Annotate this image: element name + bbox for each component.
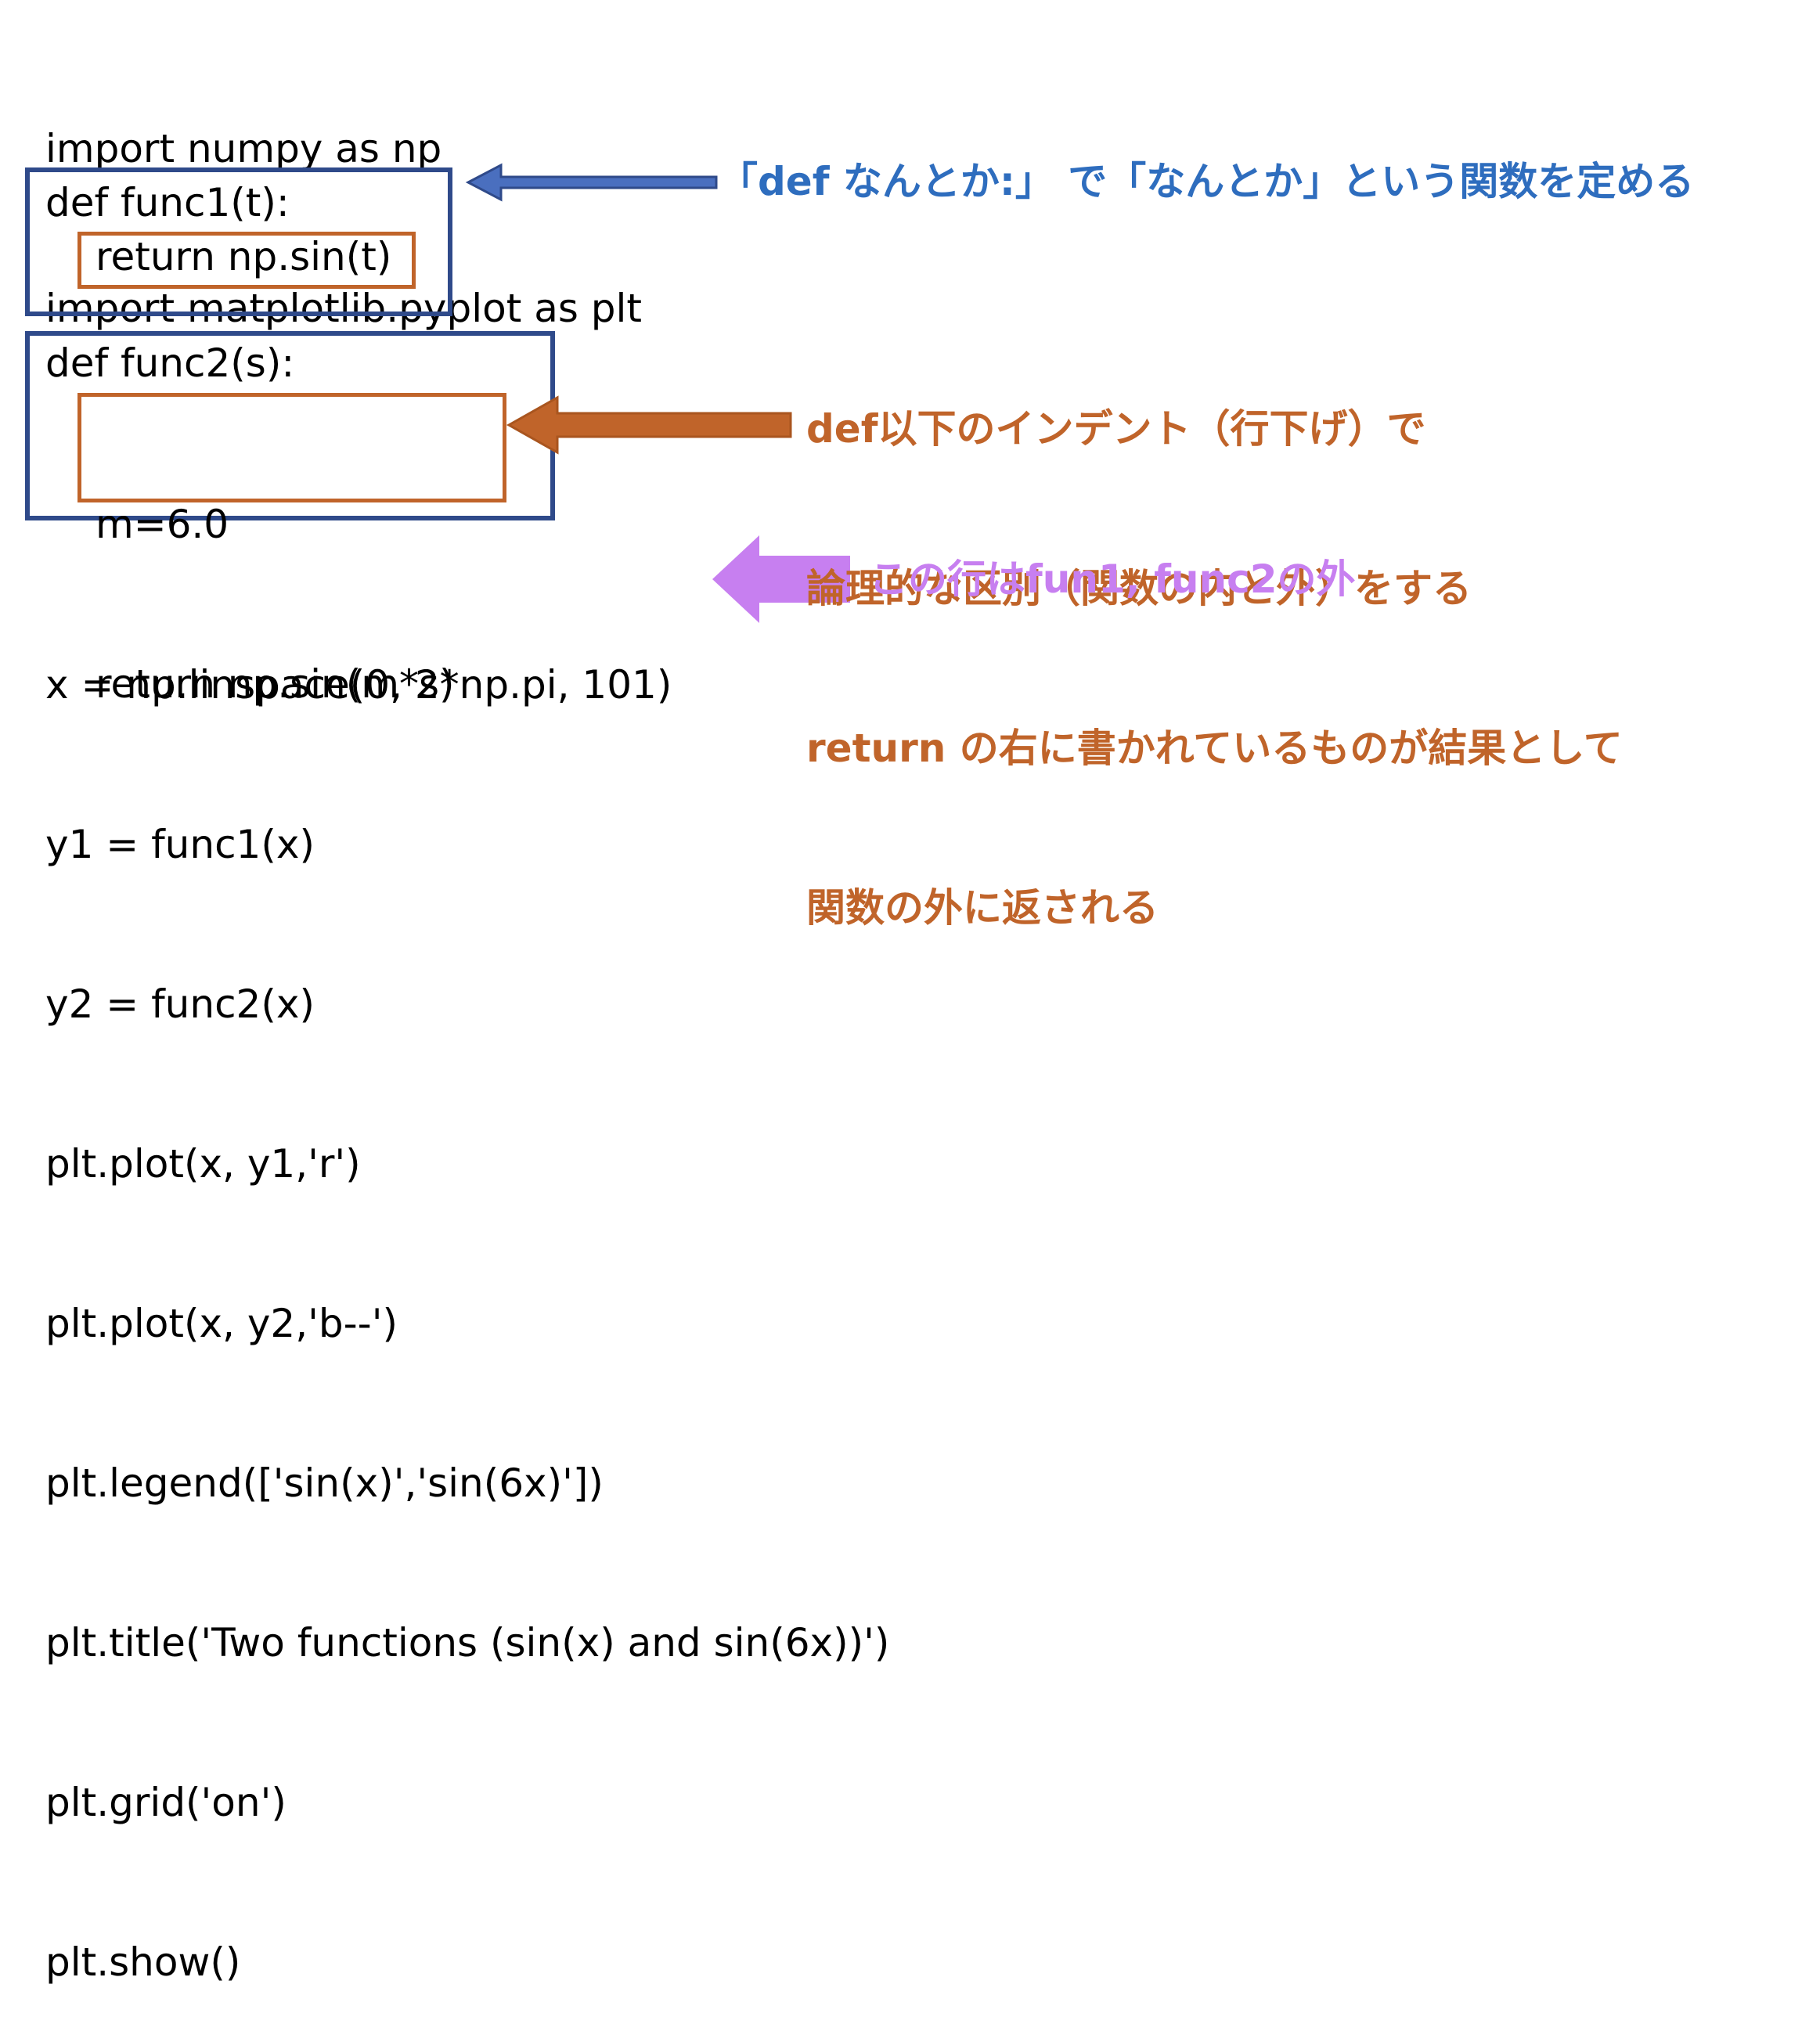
indent-annotation-line-3: return の右に書かれているものが結果として <box>806 726 1623 771</box>
orange-arrow-icon <box>506 395 792 455</box>
indent-annotation-line-1: def以下のインデント（行下げ）で <box>806 406 1426 452</box>
func2-def-line: def func2(s): <box>45 340 295 386</box>
func1-body-frame <box>77 232 416 289</box>
diagram-canvas: { "code": { "header_lines": [ "import nu… <box>25 16 1695 1985</box>
func2-return-line: return np.sin(m*s) <box>96 661 455 707</box>
purple-arrow-icon <box>712 535 850 623</box>
code-line-import-numpy: import numpy as np <box>45 126 442 171</box>
func1-return-line: return np.sin(t) <box>96 234 392 279</box>
code-line-y1: y1 = func1(x) <box>45 822 315 867</box>
code-line-title: plt.title('Two functions (sin(x) and sin… <box>45 1620 890 1666</box>
blue-arrow-icon <box>465 163 718 202</box>
code-line-legend: plt.legend(['sin(x)','sin(6x)']) <box>45 1460 604 1506</box>
code-line-grid: plt.grid('on') <box>45 1780 287 1825</box>
indent-annotation-line-4: 関数の外に返される <box>806 885 1159 931</box>
arrows-layer <box>465 163 850 623</box>
outside-annotation: この行はfun1, func2の外 <box>869 556 1356 602</box>
func2-body-frame <box>77 393 506 502</box>
code-line-plot-y1: plt.plot(x, y1,'r') <box>45 1141 361 1187</box>
indent-annotation-line-2: 論理的な区別（関数の内と外）をする <box>806 566 1472 611</box>
func1-def-line: def func1(t): <box>45 180 290 225</box>
code-line-y2: y2 = func2(x) <box>45 981 315 1027</box>
code-line-plot-y2: plt.plot(x, y2,'b--') <box>45 1301 398 1346</box>
func2-body: m=6.0 return np.sin(m*s) <box>96 391 455 764</box>
import-block: import numpy as np import matplotlib.pyp… <box>45 16 642 388</box>
func2-line-m-assign: m=6.0 <box>96 502 229 547</box>
indent-annotation: def以下のインデント（行下げ）で 論理的な区別（関数の内と外）をする retu… <box>806 296 1623 988</box>
code-line-show: plt.show() <box>45 1939 241 1985</box>
def-annotation: 「def なんとか:」 で「なんとか」という関数を定める <box>719 159 1695 204</box>
func1-block-frame <box>25 167 452 316</box>
code-line-import-matplotlib: import matplotlib.pyplot as plt <box>45 286 643 331</box>
code-line-linspace: x = np.linspace(0, 2*np.pi, 101) <box>45 662 672 708</box>
